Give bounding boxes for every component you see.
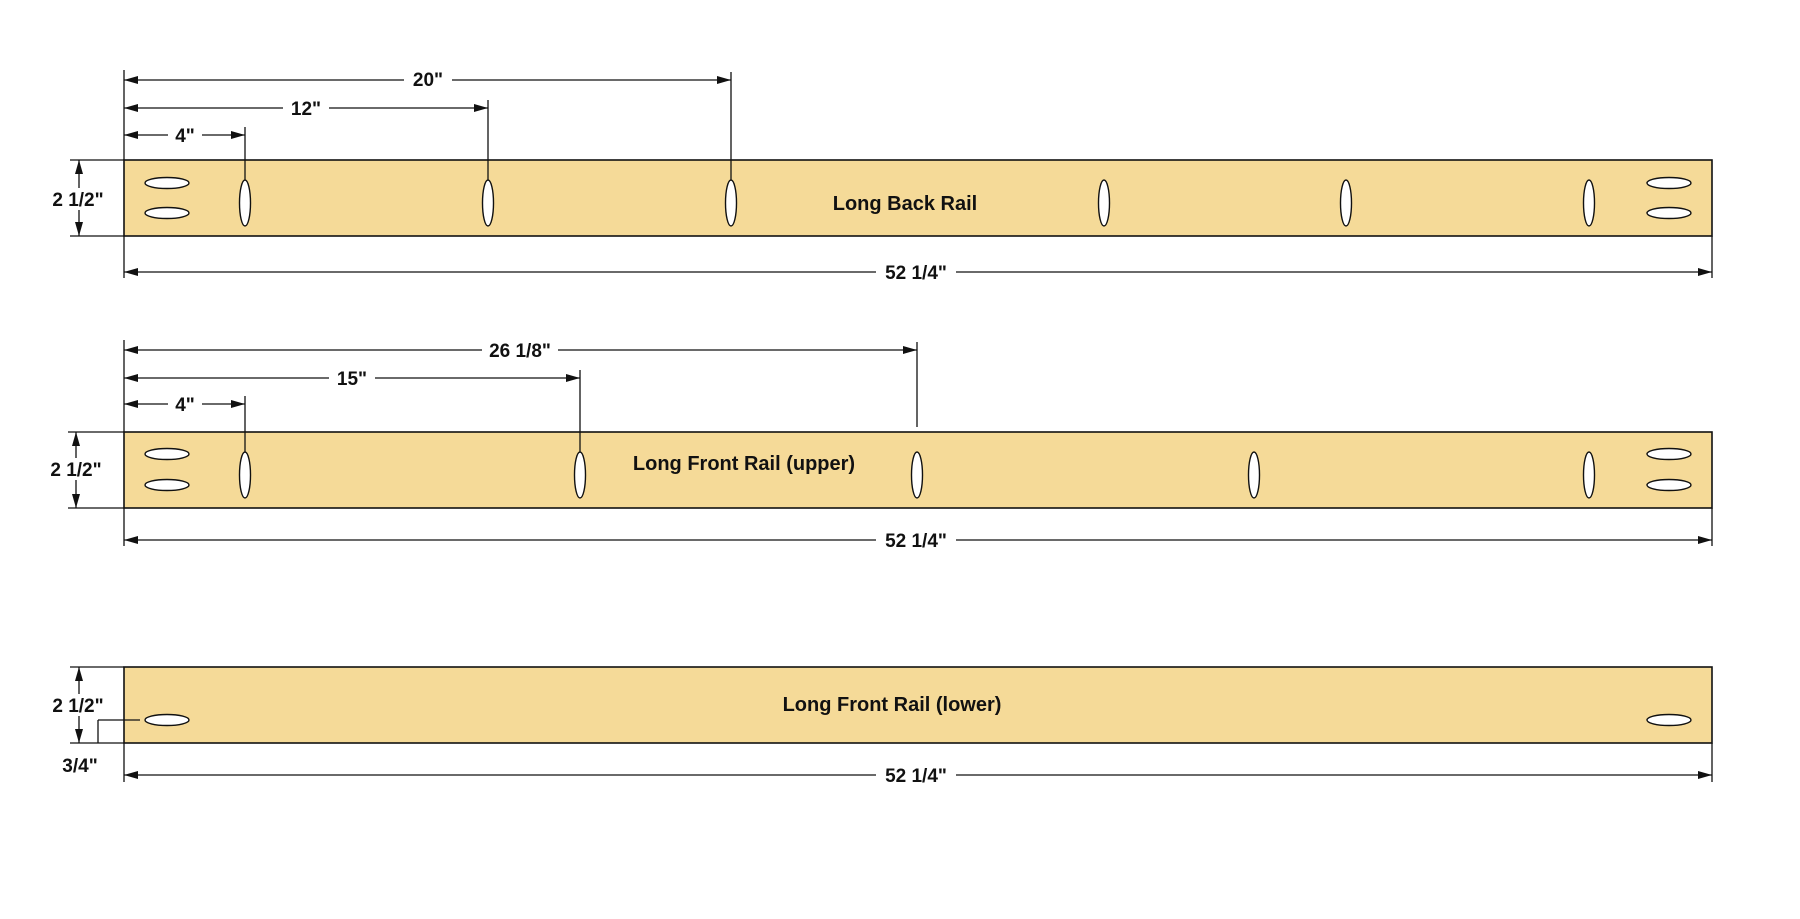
pocket-hole	[144, 447, 190, 461]
board-label: Long Front Rail (lower)	[783, 694, 1002, 716]
pocket-hole	[1646, 478, 1692, 492]
dimension-label: 4"	[175, 395, 195, 416]
slot-hole	[1097, 179, 1111, 227]
pocket-hole	[1646, 176, 1692, 190]
pocket-hole	[144, 176, 190, 190]
slot-hole	[1582, 451, 1596, 499]
pocket-hole	[1646, 713, 1692, 727]
slot-hole	[910, 451, 924, 499]
slot-hole	[481, 179, 495, 227]
pocket-hole	[144, 478, 190, 492]
dimension-label: 4"	[175, 126, 195, 147]
slot-hole	[238, 451, 252, 499]
dimension-label: 26 1/8"	[489, 341, 551, 362]
dimension-label: 2 1/2"	[52, 696, 103, 717]
dimension-label: 15"	[337, 369, 367, 390]
dimension-label: 12"	[291, 99, 321, 120]
dimension-label: 52 1/4"	[885, 766, 947, 787]
board-body	[123, 666, 1713, 744]
slot-hole	[1247, 451, 1261, 499]
dimension-label: 2 1/2"	[50, 460, 101, 481]
dimension-label: 52 1/4"	[885, 531, 947, 552]
pocket-hole	[1646, 206, 1692, 220]
board-long-back-rail: Long Back Rail 20" 12" 4" 2 1/2"	[46, 68, 1713, 284]
board-long-front-rail-lower: Long Front Rail (lower) 2 1/2" 3/4" 52 1…	[46, 666, 1713, 787]
pocket-hole	[144, 713, 190, 727]
slot-hole	[1339, 179, 1353, 227]
dimension-label: 52 1/4"	[885, 263, 947, 284]
board-label: Long Back Rail	[833, 193, 977, 215]
slot-hole	[724, 179, 738, 227]
board-label: Long Front Rail (upper)	[633, 453, 855, 475]
board-body	[123, 159, 1713, 237]
board-long-front-rail-upper: Long Front Rail (upper) 26 1/8" 15" 4" 2…	[44, 339, 1713, 552]
dimension-label: 3/4"	[62, 756, 97, 777]
slot-hole	[1582, 179, 1596, 227]
dimension-label: 2 1/2"	[52, 190, 103, 211]
pocket-hole	[1646, 447, 1692, 461]
dimension-label: 20"	[413, 70, 443, 91]
slot-hole	[238, 179, 252, 227]
slot-hole	[573, 451, 587, 499]
pocket-hole	[144, 206, 190, 220]
